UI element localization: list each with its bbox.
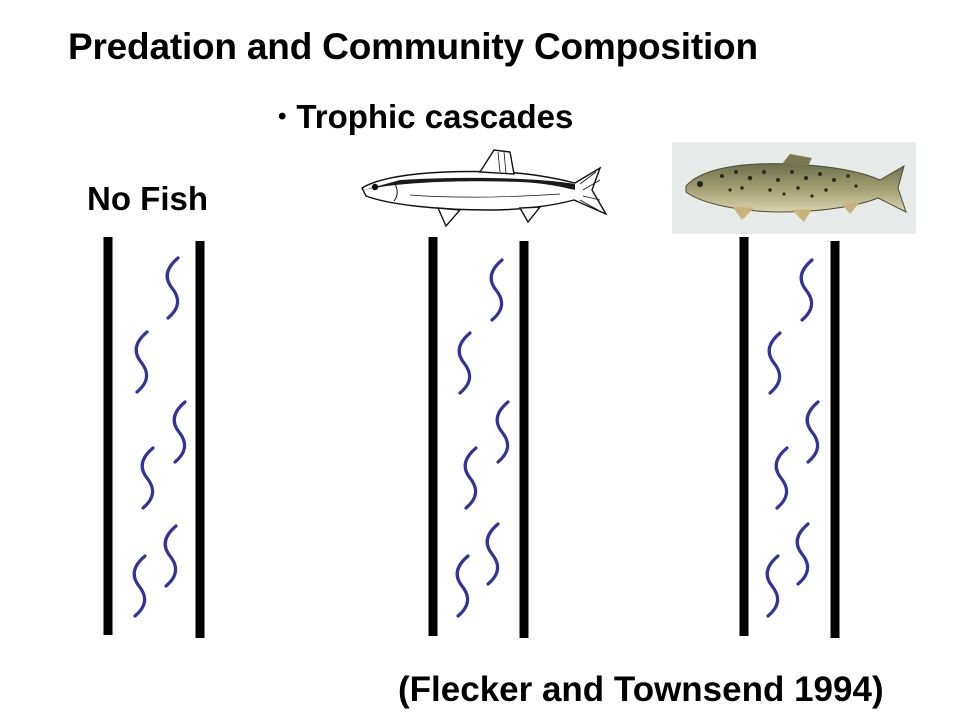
invertebrate-icon bbox=[489, 258, 504, 322]
bullet-dot-icon: • bbox=[278, 103, 287, 130]
invertebrate-icon bbox=[767, 331, 782, 395]
invertebrate-icon bbox=[172, 400, 187, 464]
invertebrate-icon bbox=[463, 446, 478, 510]
invertebrate-icon bbox=[457, 331, 472, 395]
invertebrate-icon bbox=[485, 522, 500, 586]
trout-photo bbox=[672, 142, 916, 234]
stream-3 bbox=[739, 237, 840, 638]
citation: (Flecker and Townsend 1994) bbox=[398, 670, 884, 709]
invertebrates-stream-1 bbox=[132, 256, 187, 618]
invertebrate-icon bbox=[165, 256, 180, 320]
invertebrates-stream-3 bbox=[765, 258, 820, 618]
bullet-item: • Trophic cascades bbox=[278, 98, 573, 136]
invertebrate-icon bbox=[163, 524, 178, 588]
stream-2 bbox=[428, 237, 529, 638]
bullet-text: Trophic cascades bbox=[296, 98, 574, 135]
minnow-icon bbox=[361, 149, 608, 228]
invertebrate-icon bbox=[805, 400, 820, 464]
invertebrate-icon bbox=[455, 554, 470, 618]
invertebrate-icon bbox=[134, 330, 149, 394]
trout-icon bbox=[685, 154, 907, 222]
invertebrate-icon bbox=[774, 446, 789, 510]
invertebrates-stream-2 bbox=[455, 258, 510, 618]
invertebrate-icon bbox=[795, 522, 810, 586]
invertebrate-icon bbox=[132, 554, 147, 618]
invertebrate-icon bbox=[495, 400, 510, 464]
slide-title: Predation and Community Composition bbox=[68, 26, 758, 67]
invertebrate-icon bbox=[765, 554, 780, 618]
no-fish-label: No Fish bbox=[87, 180, 208, 217]
invertebrate-icon bbox=[799, 258, 814, 322]
stream-1 bbox=[103, 237, 205, 638]
invertebrate-icon bbox=[140, 446, 155, 510]
